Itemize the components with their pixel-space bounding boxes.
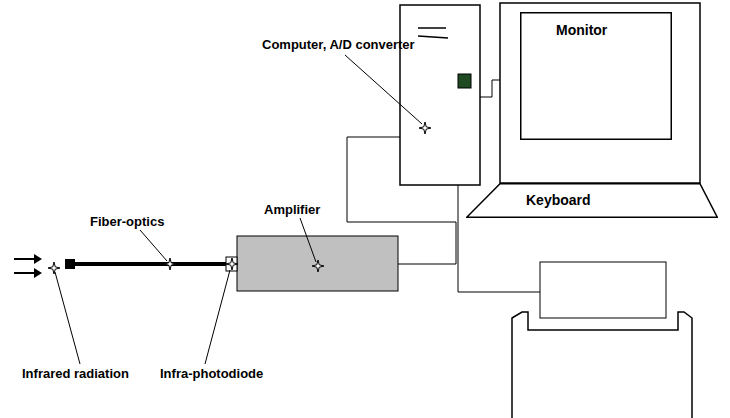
part-label: Fiber-optics (90, 214, 164, 230)
leader-line (140, 230, 167, 261)
leader-line (345, 55, 422, 124)
printer-paper (540, 262, 666, 318)
monitor-screen: Monitor (520, 12, 672, 140)
keyboard-base: Keyboard (466, 183, 718, 218)
monitor-frame (500, 3, 700, 183)
marker-star (419, 122, 431, 134)
leader-line (300, 218, 316, 262)
leader-line (55, 272, 80, 364)
printer-body (512, 312, 692, 418)
part-label: Infra-photodiode (160, 366, 263, 382)
amplifier-box (237, 236, 398, 291)
node-text: Keyboard (526, 192, 591, 208)
node-text: Monitor (556, 22, 607, 38)
drive-slot (418, 36, 448, 38)
node-outline (466, 183, 718, 218)
leader-line (205, 270, 230, 364)
part-label: Infrared radiation (22, 366, 129, 382)
fiber-tip (65, 259, 75, 269)
photodiode (226, 257, 237, 271)
power-light (458, 74, 471, 88)
marker-star (226, 258, 238, 270)
monitor-cable (480, 80, 500, 97)
marker-star (312, 260, 324, 272)
part-label: Amplifier (264, 202, 320, 218)
fiber-optic-cable (74, 262, 226, 266)
part-label: Computer, A/D converter (262, 37, 415, 53)
marker-star (48, 262, 60, 274)
infrared-arrows (14, 254, 42, 278)
drive-slot (418, 27, 446, 29)
computer-tower (400, 5, 480, 185)
